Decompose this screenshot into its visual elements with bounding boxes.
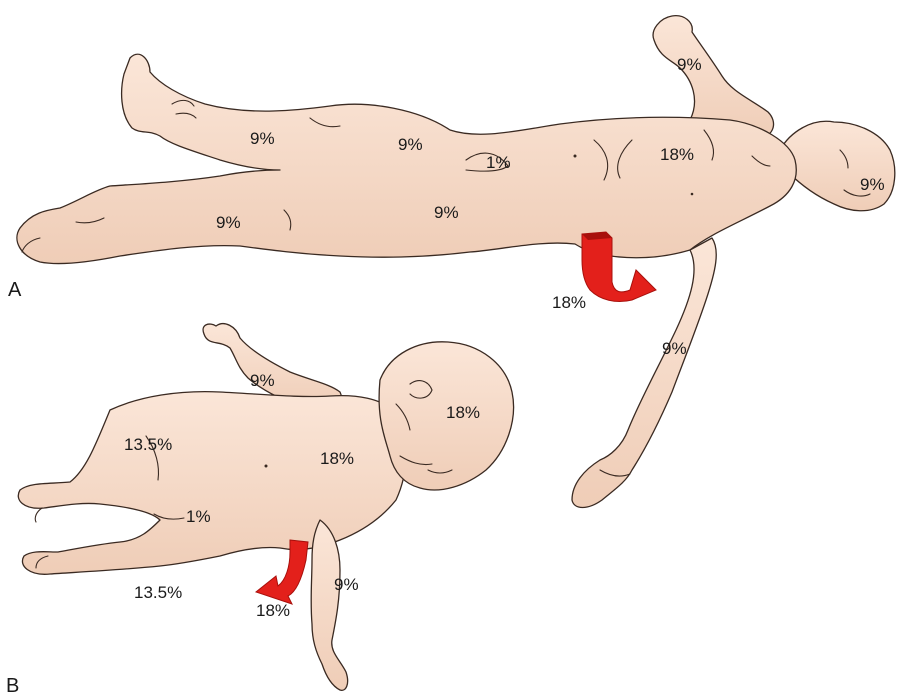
child-lowered-arm — [311, 520, 347, 690]
adult-head — [780, 121, 895, 210]
adult-head-percent: 9% — [860, 176, 885, 193]
adult-back-trunk-percent: 18% — [552, 294, 586, 311]
child-perineum-percent: 1% — [186, 508, 211, 525]
adult-front-trunk-percent: 18% — [660, 146, 694, 163]
panel-a-letter: A — [8, 280, 21, 300]
child-lowered-arm-percent: 9% — [334, 576, 359, 593]
child-trunk-percent: 18% — [320, 450, 354, 467]
child-back-trunk-percent: 18% — [256, 602, 290, 619]
child-raised-arm-percent: 9% — [250, 372, 275, 389]
adult-upper-thigh-percent: 9% — [398, 136, 423, 153]
child-lower-leg-percent: 13.5% — [134, 584, 182, 601]
child-upper-leg-percent: 13.5% — [124, 436, 172, 453]
adult-lower-leg-percent: 9% — [216, 214, 241, 231]
adult-raised-arm-percent: 9% — [677, 56, 702, 73]
adult-lower-thigh-percent: 9% — [434, 204, 459, 221]
panel-b-letter: B — [6, 676, 19, 696]
adult-perineum-percent: 1% — [486, 154, 511, 171]
child-navel — [265, 465, 268, 468]
child-back-arrow-icon — [256, 540, 308, 604]
child-body — [18, 392, 406, 575]
child-head-percent: 18% — [446, 404, 480, 421]
adult-upper-leg-percent: 9% — [250, 130, 275, 147]
adult-lowered-arm-percent: 9% — [662, 340, 687, 357]
